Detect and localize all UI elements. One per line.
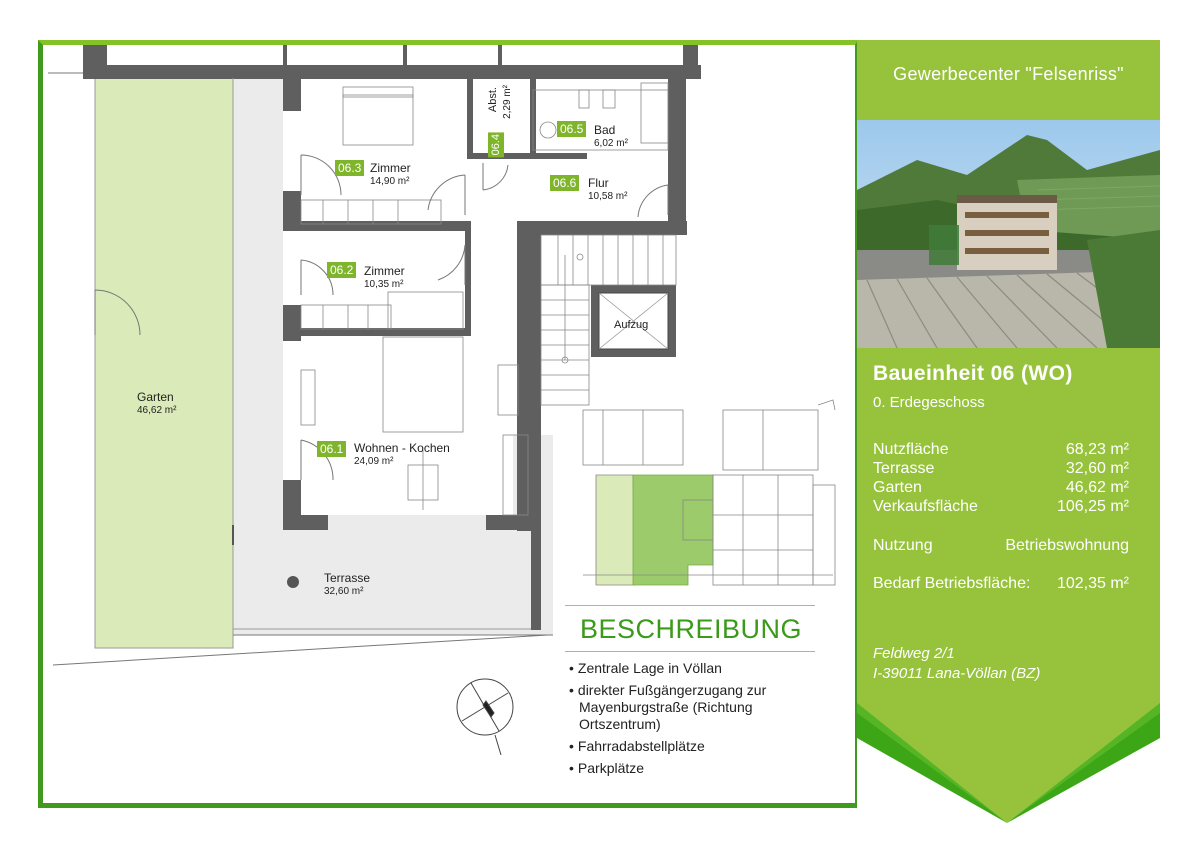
room-area: 14,90 m²	[370, 176, 410, 187]
area-stats: Nutzfläche 68,23 m² Terrasse 32,60 m² Gart…	[873, 440, 1129, 516]
elevator-label: Aufzug	[614, 319, 649, 331]
room-badge: 06.2	[327, 262, 357, 278]
usage-value: Betriebswohnung	[1005, 537, 1129, 554]
description-list: Zentrale Lage in Völlan direkter Fußgäng…	[565, 660, 815, 777]
floor-label: 0. Erdegeschoss	[873, 394, 985, 411]
room-badge: 06.5	[557, 121, 587, 137]
stat-row: Verkaufsfläche 106,25 m²	[873, 497, 1129, 516]
room-name: Bad	[594, 123, 616, 137]
room-name: Flur	[588, 176, 609, 190]
description-title: BESCHREIBUNG	[580, 614, 803, 644]
address-street: Feldweg 2/1	[873, 645, 955, 662]
page-frame	[38, 40, 858, 808]
room-badge: 06.6	[550, 175, 580, 191]
need-row: Bedarf Betriebsfläche: 102,35 m²	[873, 574, 1129, 593]
site-plan-thumbnail	[582, 399, 836, 586]
room-name: Zimmer	[370, 161, 411, 175]
room-area: 24,09 m²	[354, 456, 394, 467]
room-area: 10,58 m²	[588, 191, 628, 202]
description-item: Parkplätze	[565, 760, 815, 777]
room-name: Zimmer	[364, 264, 405, 278]
room-badge: 06.1	[317, 441, 347, 457]
walls	[83, 45, 701, 630]
room-badge: 06.4	[488, 132, 504, 158]
stat-value: 68,23 m²	[1065, 441, 1129, 458]
room-area: 6,02 m²	[594, 138, 628, 149]
garden-name: Garten	[137, 390, 174, 404]
unit-title: Baueinheit 06 (WO)	[873, 362, 1073, 385]
north-arrow	[456, 678, 514, 756]
info-panel: Gewerbecenter "Felsenriss"	[857, 40, 1160, 823]
room-name: Abst.	[487, 87, 499, 113]
terrace-name: Terrasse	[324, 571, 371, 585]
description-box: BESCHREIBUNG Zentrale Lage in Völlan dir…	[565, 605, 815, 782]
address: Feldweg 2/1 I-39011 Lana-Völlan (BZ)	[873, 644, 1040, 684]
stat-value: 46,62 m²	[1065, 479, 1129, 496]
terrace-area: 32,60 m²	[324, 586, 364, 597]
project-title: Gewerbecenter "Felsenriss"	[893, 64, 1124, 84]
description-bottom-rule	[565, 651, 815, 652]
stat-value: 32,60 m²	[1065, 460, 1129, 477]
doors	[300, 154, 669, 481]
building-photo	[857, 120, 1160, 348]
panel-chevron-decoration	[857, 703, 1160, 823]
stat-label: Garten	[873, 479, 922, 496]
terrace-area	[233, 78, 528, 635]
garden-area: 46,62 m²	[137, 405, 177, 416]
stat-label: Nutzfläche	[873, 441, 949, 458]
stat-row: Garten 46,62 m²	[873, 478, 1129, 497]
description-item: Zentrale Lage in Völlan	[565, 660, 815, 677]
need-value: 102,35 m²	[1056, 575, 1129, 592]
furniture	[300, 82, 669, 516]
description-item: Fahrradabstellplätze	[565, 738, 815, 755]
column	[287, 576, 299, 588]
room-badge: 06.3	[335, 160, 365, 176]
stat-row: Nutzfläche 68,23 m²	[873, 440, 1129, 459]
stairs	[540, 234, 677, 406]
stat-value: 106,25 m²	[1056, 498, 1129, 515]
description-top-rule	[565, 605, 815, 606]
address-city: I-39011 Lana-Völlan (BZ)	[873, 665, 1041, 682]
room-area: 2,29 m²	[502, 85, 513, 119]
floor-plan-drawing	[48, 45, 836, 756]
stat-row: Terrasse 32,60 m²	[873, 459, 1129, 478]
room-name: Wohnen - Kochen	[354, 441, 450, 455]
need-label: Bedarf Betriebsfläche:	[873, 575, 1031, 592]
stat-label: Verkaufsfläche	[873, 498, 978, 515]
building-photo-image	[857, 120, 1160, 348]
description-item: direkter Fußgängerzugang zur Mayenburgst…	[565, 682, 815, 733]
usage-label: Nutzung	[873, 537, 933, 554]
garden-area	[94, 77, 234, 649]
stat-label: Terrasse	[873, 460, 935, 477]
room-area: 10,35 m²	[364, 279, 404, 290]
usage-row: Nutzung Betriebswohnung	[873, 536, 1129, 555]
